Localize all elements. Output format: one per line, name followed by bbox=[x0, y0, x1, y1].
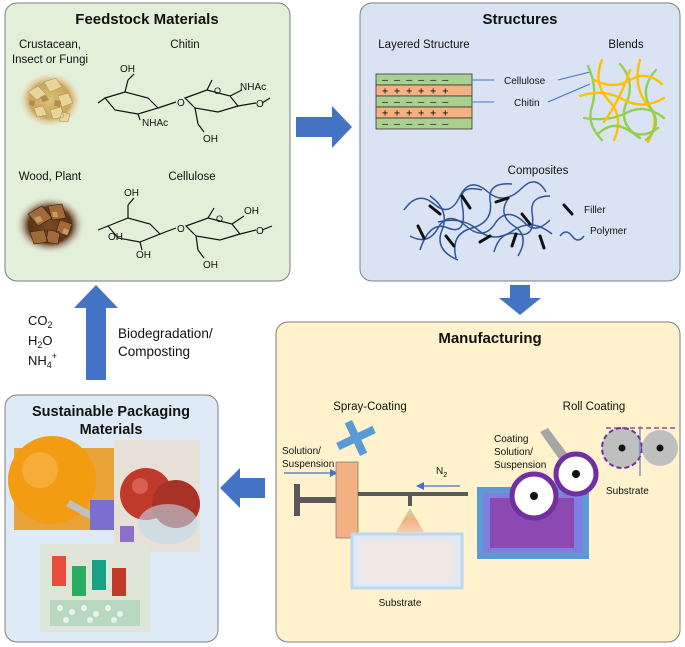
co2-label: CO2 bbox=[28, 313, 53, 330]
cellulose-label: Cellulose bbox=[168, 171, 215, 183]
coating-label-line1: Coating bbox=[494, 434, 528, 445]
structures-panel: Structures Layered Structure Blends – – … bbox=[359, 2, 681, 282]
packaging-title-line1: Sustainable Packaging bbox=[32, 404, 190, 420]
feedstock-panel: Feedstock Materials Crustacean, Insect o… bbox=[4, 2, 291, 282]
nh4-label: NH4+ bbox=[28, 351, 57, 370]
arrow-feedstock-to-structures bbox=[296, 106, 352, 148]
svg-text:O: O bbox=[177, 224, 185, 235]
svg-text:O: O bbox=[177, 98, 185, 109]
svg-text:– – – – – –: – – – – – – bbox=[382, 119, 449, 130]
svg-text:O: O bbox=[256, 226, 264, 237]
composites-polymer-chains bbox=[403, 181, 553, 261]
arrow-packaging-to-feedstock bbox=[74, 285, 118, 380]
fan-icon bbox=[336, 419, 376, 457]
h2o-label: H2O bbox=[28, 333, 53, 350]
wood-chips-image bbox=[14, 195, 86, 255]
spray-coating-label: Spray-Coating bbox=[333, 401, 407, 413]
composites-label: Composites bbox=[508, 165, 569, 177]
roll-substrate-label: Substrate bbox=[606, 486, 649, 497]
svg-text:O: O bbox=[214, 86, 221, 96]
source-crustacean-line1: Crustacean, bbox=[19, 39, 81, 51]
svg-text:NHAc: NHAc bbox=[142, 118, 168, 129]
biodegradation-label-line1: Biodegradation/ bbox=[118, 326, 213, 341]
svg-text:OH: OH bbox=[108, 232, 123, 243]
filler-label: Filler bbox=[584, 205, 606, 216]
layered-structure-label: Layered Structure bbox=[378, 39, 469, 51]
spray-substrate-label: Substrate bbox=[379, 598, 422, 609]
layer-chitin-label: Chitin bbox=[514, 98, 540, 109]
arrow-manufacturing-to-packaging bbox=[220, 468, 265, 508]
chitin-structure-labels: OH NHAc NHAc O O O OH bbox=[120, 64, 266, 145]
chitin-label: Chitin bbox=[170, 39, 199, 51]
blend-pointer-cellulose bbox=[557, 71, 591, 81]
source-wood-label: Wood, Plant bbox=[19, 171, 82, 183]
orange-coating-photo bbox=[8, 436, 114, 530]
degradation-products: CO2 H2O NH4+ bbox=[28, 313, 57, 370]
svg-text:+ + + + + +: + + + + + + bbox=[382, 86, 448, 97]
roll-coating-label: Roll Coating bbox=[563, 401, 626, 413]
svg-text:NHAc: NHAc bbox=[240, 82, 266, 93]
filler-legend-icon bbox=[562, 203, 574, 216]
svg-text:– – – – – –: – – – – – – bbox=[382, 75, 449, 86]
feedstock-title: Feedstock Materials bbox=[75, 11, 218, 28]
svg-text:OH: OH bbox=[244, 206, 259, 217]
polymer-label: Polymer bbox=[590, 226, 627, 237]
packaging-panel: Sustainable Packaging Materials bbox=[4, 394, 219, 643]
svg-text:OH: OH bbox=[136, 250, 151, 261]
svg-text:O: O bbox=[256, 99, 264, 110]
cellulose-structure bbox=[97, 197, 273, 259]
bottles-packaging-photo bbox=[40, 544, 150, 632]
svg-text:OH: OH bbox=[203, 260, 218, 271]
blends-label: Blends bbox=[608, 39, 643, 51]
polymer-legend-icon bbox=[559, 231, 585, 241]
svg-text:OH: OH bbox=[203, 134, 218, 145]
cellulose-structure-labels: OH OH OH O O O OH OH bbox=[108, 188, 264, 271]
roll-coating-apparatus: Coating Solution/ Suspension Substrate bbox=[477, 426, 678, 559]
chitin-structure bbox=[97, 73, 271, 133]
svg-text:– – – – – –: – – – – – – bbox=[382, 97, 449, 108]
svg-text:OH: OH bbox=[120, 64, 135, 75]
layer-cellulose-label: Cellulose bbox=[504, 76, 546, 87]
svg-text:OH: OH bbox=[124, 188, 139, 199]
manufacturing-title: Manufacturing bbox=[438, 330, 541, 347]
packaging-title-line2: Materials bbox=[80, 422, 143, 438]
solution-label-line1: Solution/ bbox=[282, 446, 321, 457]
chitin-flakes-image bbox=[16, 70, 84, 130]
structures-title: Structures bbox=[482, 11, 557, 28]
arrow-structures-to-manufacturing bbox=[499, 285, 541, 315]
source-crustacean-line2: Insect or Fungi bbox=[12, 54, 88, 66]
manufacturing-panel: Manufacturing Spray-Coating Roll Coating… bbox=[275, 321, 681, 643]
blends-fibers bbox=[578, 58, 666, 144]
apple-photo bbox=[114, 440, 200, 552]
coating-label-line2: Solution/ bbox=[494, 447, 533, 458]
biodegradation-label-line2: Composting bbox=[118, 344, 190, 359]
coating-label-line3: Suspension bbox=[494, 460, 546, 471]
solution-label-line2: Suspension bbox=[282, 459, 334, 470]
composites-fillers bbox=[416, 194, 546, 250]
spray-coating-apparatus: Solution/ Suspension N2 Substrate bbox=[282, 419, 468, 609]
svg-text:O: O bbox=[216, 214, 223, 224]
layered-stack: – – – – – – + + + + + + – – – – – – + + … bbox=[375, 73, 494, 130]
blend-pointer-chitin bbox=[547, 83, 591, 103]
svg-text:+ + + + + +: + + + + + + bbox=[382, 108, 448, 119]
n2-label: N2 bbox=[436, 466, 447, 479]
